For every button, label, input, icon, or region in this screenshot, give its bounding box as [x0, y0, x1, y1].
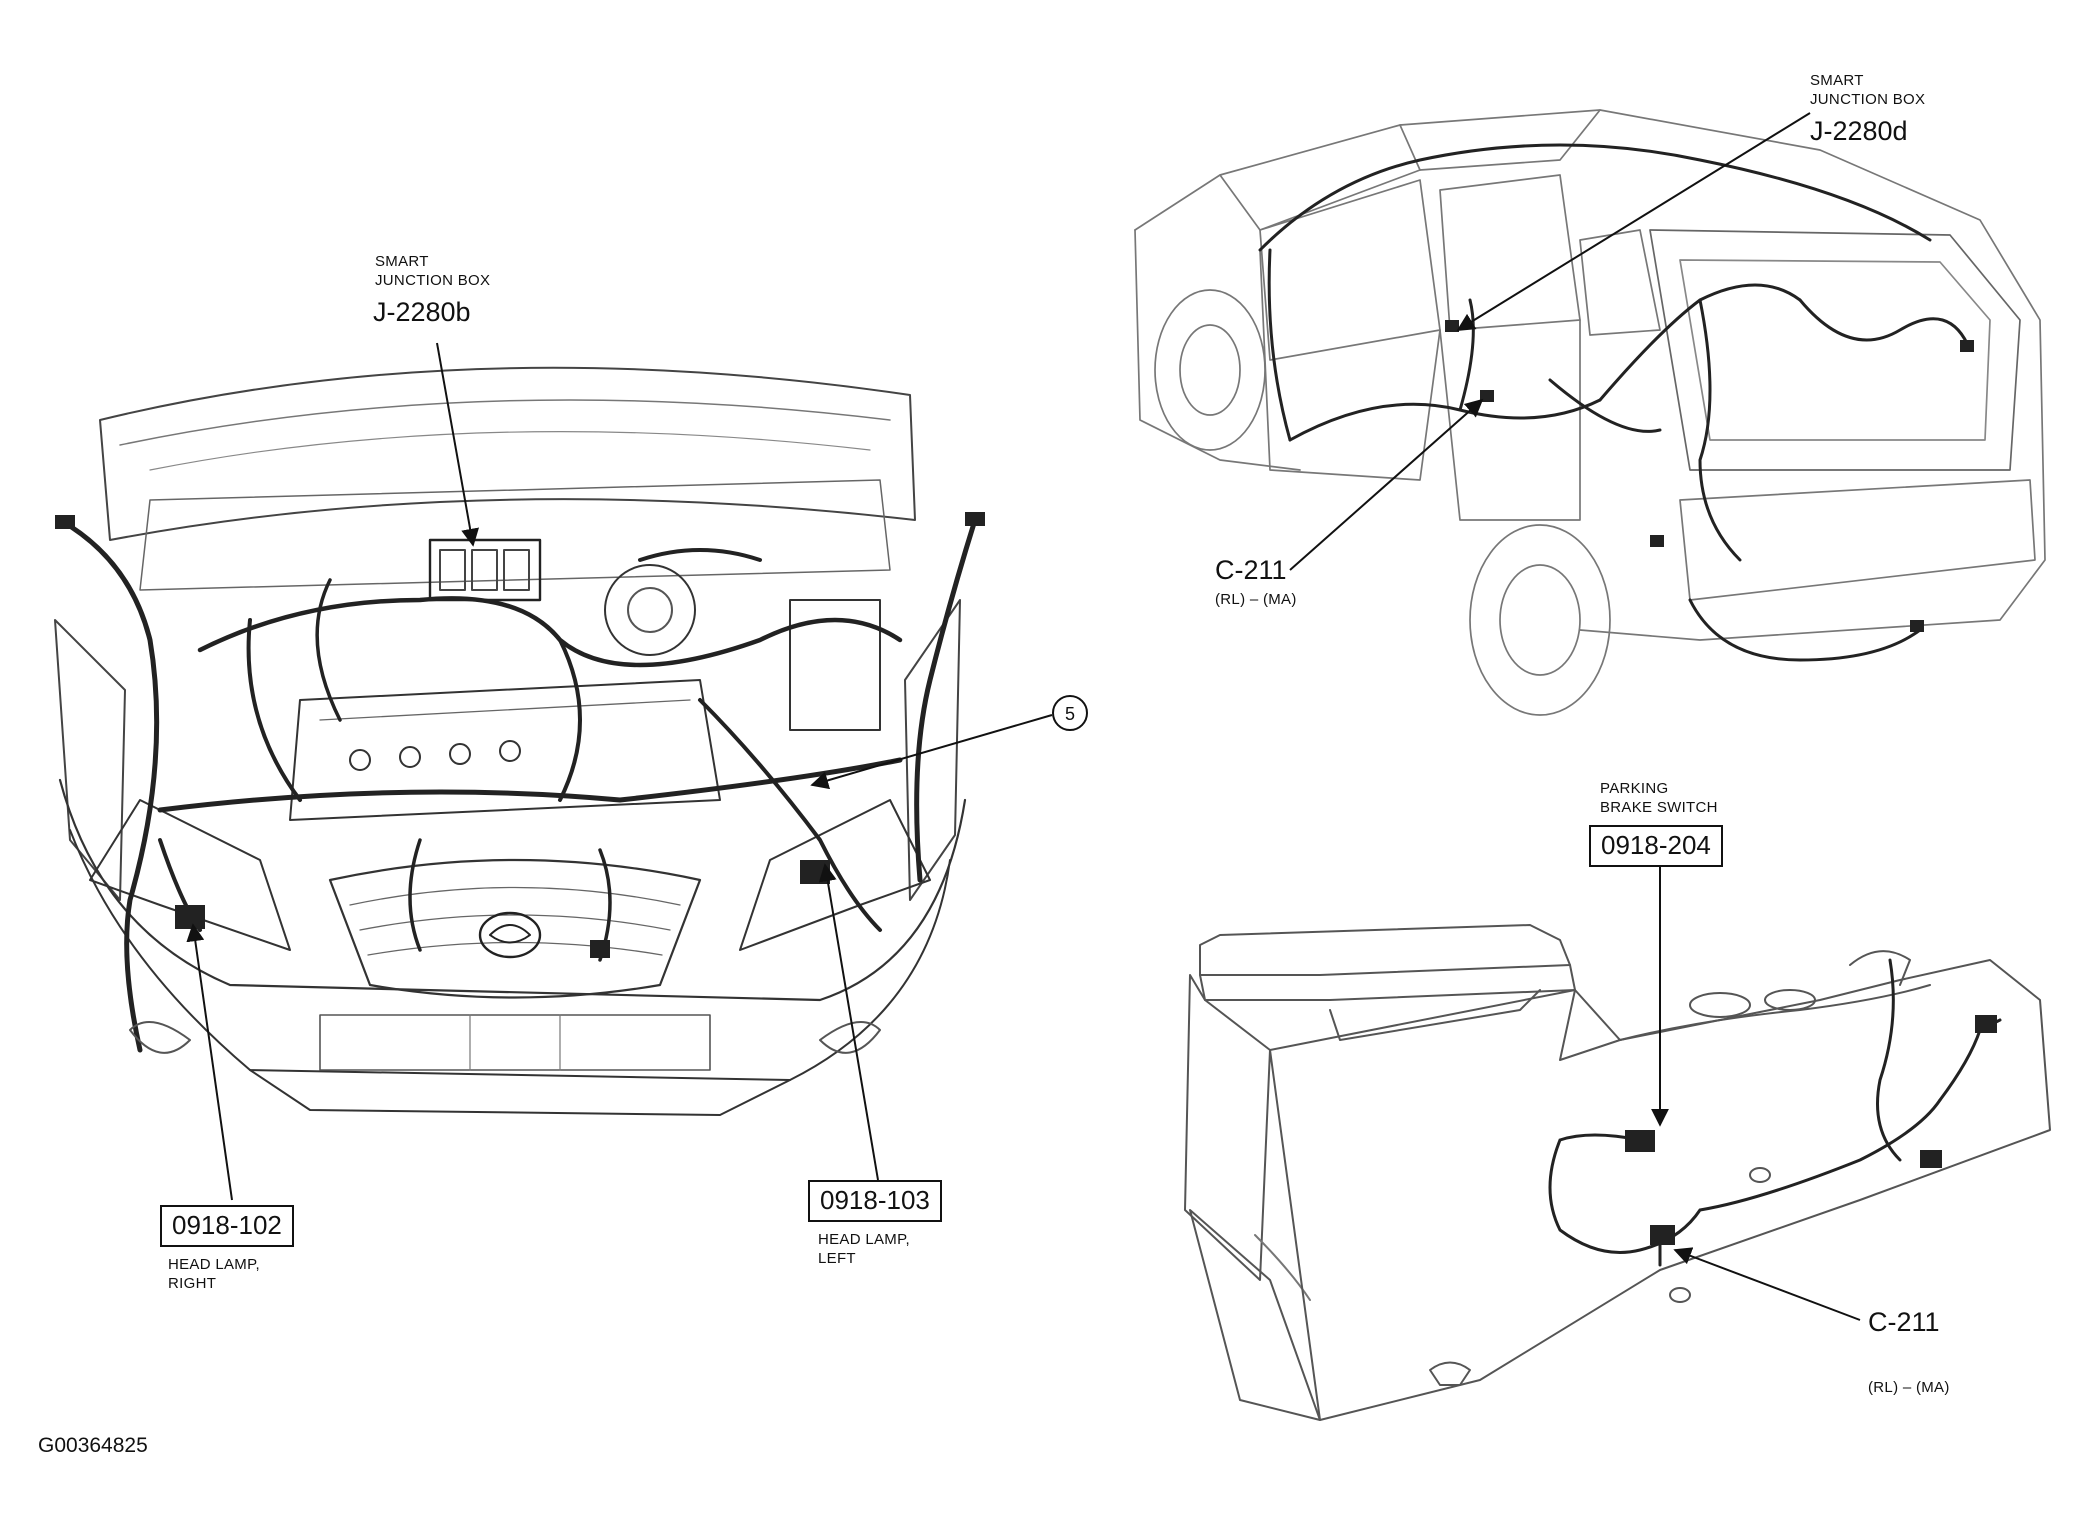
rear-vehicle-illustration	[1134, 109, 2046, 716]
item-5-marker: 5	[1052, 695, 1088, 731]
leader-lines	[186, 112, 1861, 1321]
leader-sjb-front	[436, 342, 480, 547]
figure-id: G00364825	[38, 1434, 148, 1457]
leader-sjb-rear	[1456, 112, 1811, 331]
c211-vehicle-code: C-211	[1215, 555, 1287, 585]
headlamp-right-code-box: 0918-102	[160, 1205, 294, 1247]
headlamp-right-line2: RIGHT	[168, 1275, 217, 1292]
parking-brake-line1: PARKING	[1600, 780, 1669, 797]
sjb-rear-code: J-2280d	[1810, 116, 1908, 146]
leader-item-5	[810, 714, 1053, 790]
parking-brake-line2: BRAKE SWITCH	[1600, 799, 1718, 816]
center-console-illustration	[1184, 924, 2051, 1421]
leader-c211-vehicle	[1289, 398, 1484, 571]
headlamp-left-line2: LEFT	[818, 1250, 856, 1267]
c211-console-code: C-211	[1868, 1307, 1940, 1337]
sjb-front-line2: JUNCTION BOX	[375, 272, 491, 289]
sjb-rear-line2: JUNCTION BOX	[1810, 91, 1926, 108]
rear-vehicle-harness	[1258, 143, 1974, 662]
sjb-rear-line1: SMART	[1810, 72, 1864, 89]
c211-vehicle-note: (RL) – (MA)	[1215, 591, 1297, 608]
leader-headlamp-right	[186, 923, 233, 1201]
parking-brake-code-box: 0918-204	[1589, 825, 1723, 867]
headlamp-left-code-box: 0918-103	[808, 1180, 942, 1222]
leader-headlamp-left	[818, 863, 879, 1181]
headlamp-right-line1: HEAD LAMP,	[168, 1256, 260, 1273]
headlamp-left-line1: HEAD LAMP,	[818, 1231, 910, 1248]
leader-c211-console	[1673, 1247, 1861, 1321]
engine-compartment-illustration	[54, 366, 985, 1116]
sjb-front-line1: SMART	[375, 253, 429, 270]
sjb-front-code: J-2280b	[373, 297, 471, 327]
c211-console-note: (RL) – (MA)	[1868, 1379, 1950, 1396]
console-harness	[1548, 958, 2002, 1267]
item-5-number: 5	[1065, 704, 1075, 724]
